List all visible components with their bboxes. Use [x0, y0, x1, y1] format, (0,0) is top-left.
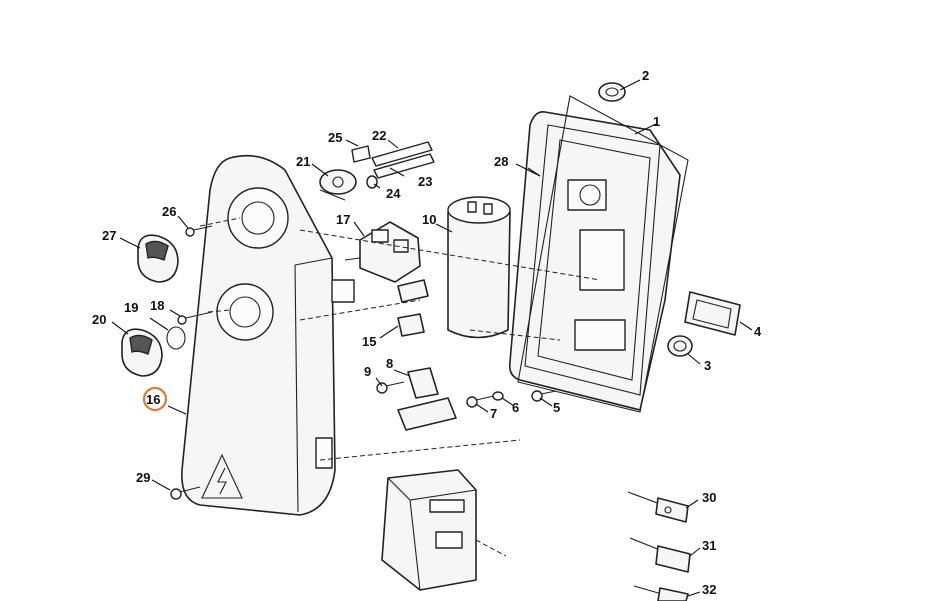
gasket-part-1[interactable]: [517, 95, 689, 413]
callout-27[interactable]: 27: [102, 228, 116, 243]
callout-18[interactable]: 18: [150, 298, 164, 313]
callout-21[interactable]: 21: [296, 154, 310, 169]
callout-24[interactable]: 24: [386, 186, 401, 201]
screw-part-29[interactable]: [170, 486, 201, 500]
callout-4[interactable]: 4: [754, 324, 762, 339]
bracket-part-8[interactable]: [407, 367, 439, 399]
callout-23[interactable]: 23: [418, 174, 432, 189]
back-plate-part-28[interactable]: [508, 110, 681, 411]
o-ring-part-19[interactable]: [166, 326, 186, 350]
screw-part-9[interactable]: [376, 381, 405, 394]
contactor-module[interactable]: [381, 469, 477, 591]
callout-17[interactable]: 17: [336, 212, 350, 227]
callout-1[interactable]: 1: [653, 114, 660, 129]
warning-triangle-icon: [201, 453, 243, 499]
callout-25[interactable]: 25: [328, 130, 342, 145]
housing-cover-part-16[interactable]: [181, 154, 355, 516]
callout-28[interactable]: 28: [494, 154, 508, 169]
seal-part-4[interactable]: [684, 291, 741, 336]
screw-part-5[interactable]: [531, 390, 557, 402]
callout-15[interactable]: 15: [362, 334, 376, 349]
screw-part-26[interactable]: [185, 225, 213, 237]
shaft-part-21[interactable]: [319, 169, 357, 201]
callouts: 1 2 3 4 5 6 7 8 9 10 15 16 17 18 19 20 2…: [92, 68, 762, 597]
callout-30[interactable]: 30: [702, 490, 716, 505]
screw-part-18[interactable]: [177, 311, 213, 325]
callout-20[interactable]: 20: [92, 312, 106, 327]
grommet-part-3[interactable]: [667, 335, 693, 357]
plug-part-30[interactable]: [627, 491, 689, 523]
pins-part-22[interactable]: [371, 141, 435, 179]
plug-part-32[interactable]: [633, 585, 689, 601]
connector-block[interactable]: [397, 279, 429, 303]
knob-part-27[interactable]: [137, 234, 179, 283]
callout-19[interactable]: 19: [124, 300, 138, 315]
leader-lines: [111, 79, 753, 597]
spacer-part-25[interactable]: [351, 145, 371, 163]
washer-part-6[interactable]: [492, 391, 504, 401]
callout-22[interactable]: 22: [372, 128, 386, 143]
relay-part-15[interactable]: [397, 313, 425, 337]
assembly-lines: [199, 217, 601, 557]
callout-32[interactable]: 32: [702, 582, 716, 597]
din-rail[interactable]: [397, 397, 457, 431]
plug-part-31[interactable]: [629, 537, 691, 573]
callout-29[interactable]: 29: [136, 470, 150, 485]
callout-8[interactable]: 8: [386, 356, 393, 371]
callout-6[interactable]: 6: [512, 400, 519, 415]
callout-7[interactable]: 7: [490, 406, 497, 421]
callout-3[interactable]: 3: [704, 358, 711, 373]
callout-10[interactable]: 10: [422, 212, 436, 227]
screw-part-7[interactable]: [466, 395, 495, 408]
callout-16[interactable]: 16: [146, 392, 160, 407]
highlight-ring-16: [142, 386, 168, 412]
callout-5[interactable]: 5: [553, 400, 560, 415]
bushing-part-24[interactable]: [366, 175, 378, 189]
callout-26[interactable]: 26: [162, 204, 176, 219]
knob-part-20[interactable]: [121, 328, 163, 377]
callout-9[interactable]: 9: [364, 364, 371, 379]
grommet-part-2[interactable]: [598, 82, 626, 102]
capacitor-part-10[interactable]: [447, 196, 511, 339]
callout-2[interactable]: 2: [642, 68, 649, 83]
callout-31[interactable]: 31: [702, 538, 716, 553]
switch-part-17[interactable]: [344, 221, 421, 283]
